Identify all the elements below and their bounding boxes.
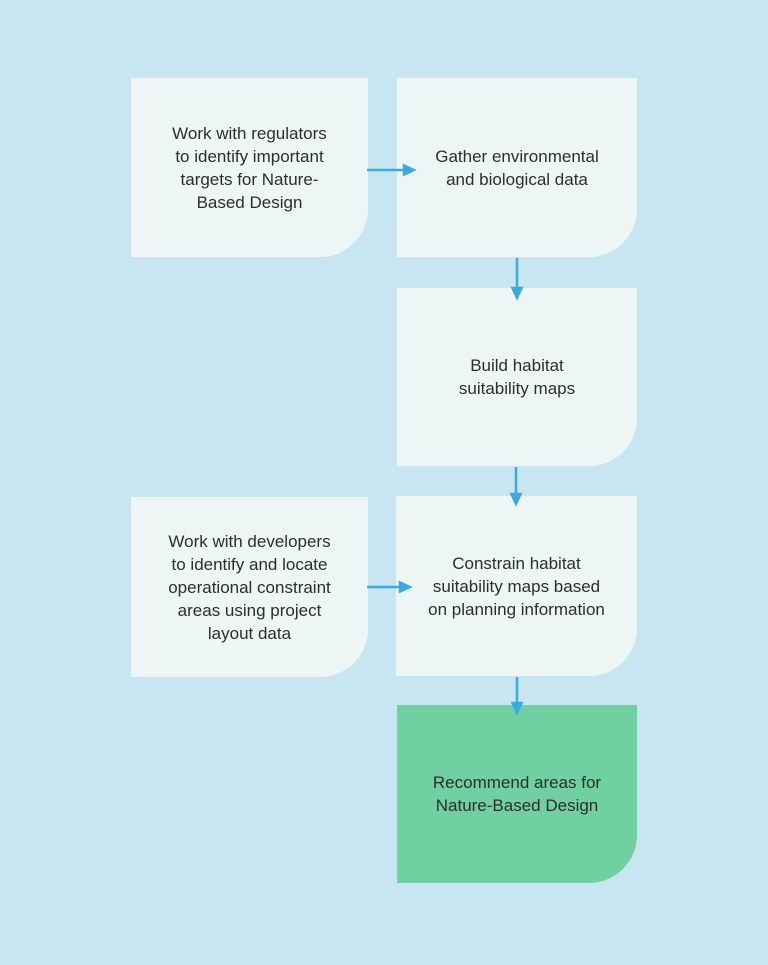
- node-work-with-developers-label: Work with developers to identify and loc…: [168, 531, 331, 643]
- node-recommend-areas: Recommend areas for Nature-Based Design: [397, 705, 637, 883]
- node-constrain-suitability-maps-label: Constrain habitat suitability maps based…: [428, 553, 605, 619]
- node-gather-environmental-data-label: Gather environmental and biological data: [435, 146, 599, 189]
- node-work-with-developers: Work with developers to identify and loc…: [131, 497, 368, 677]
- node-gather-environmental-data: Gather environmental and biological data: [397, 78, 637, 257]
- node-work-with-regulators: Work with regulators to identify importa…: [131, 78, 368, 257]
- node-build-habitat-suitability-maps-label: Build habitat suitability maps: [458, 356, 576, 398]
- node-work-with-regulators-label: Work with regulators to identify importa…: [172, 123, 327, 212]
- node-build-habitat-suitability-maps: Build habitat suitability maps: [397, 288, 637, 466]
- node-constrain-suitability-maps: Constrain habitat suitability maps based…: [396, 496, 637, 676]
- node-recommend-areas-label: Recommend areas for Nature-Based Design: [432, 773, 602, 815]
